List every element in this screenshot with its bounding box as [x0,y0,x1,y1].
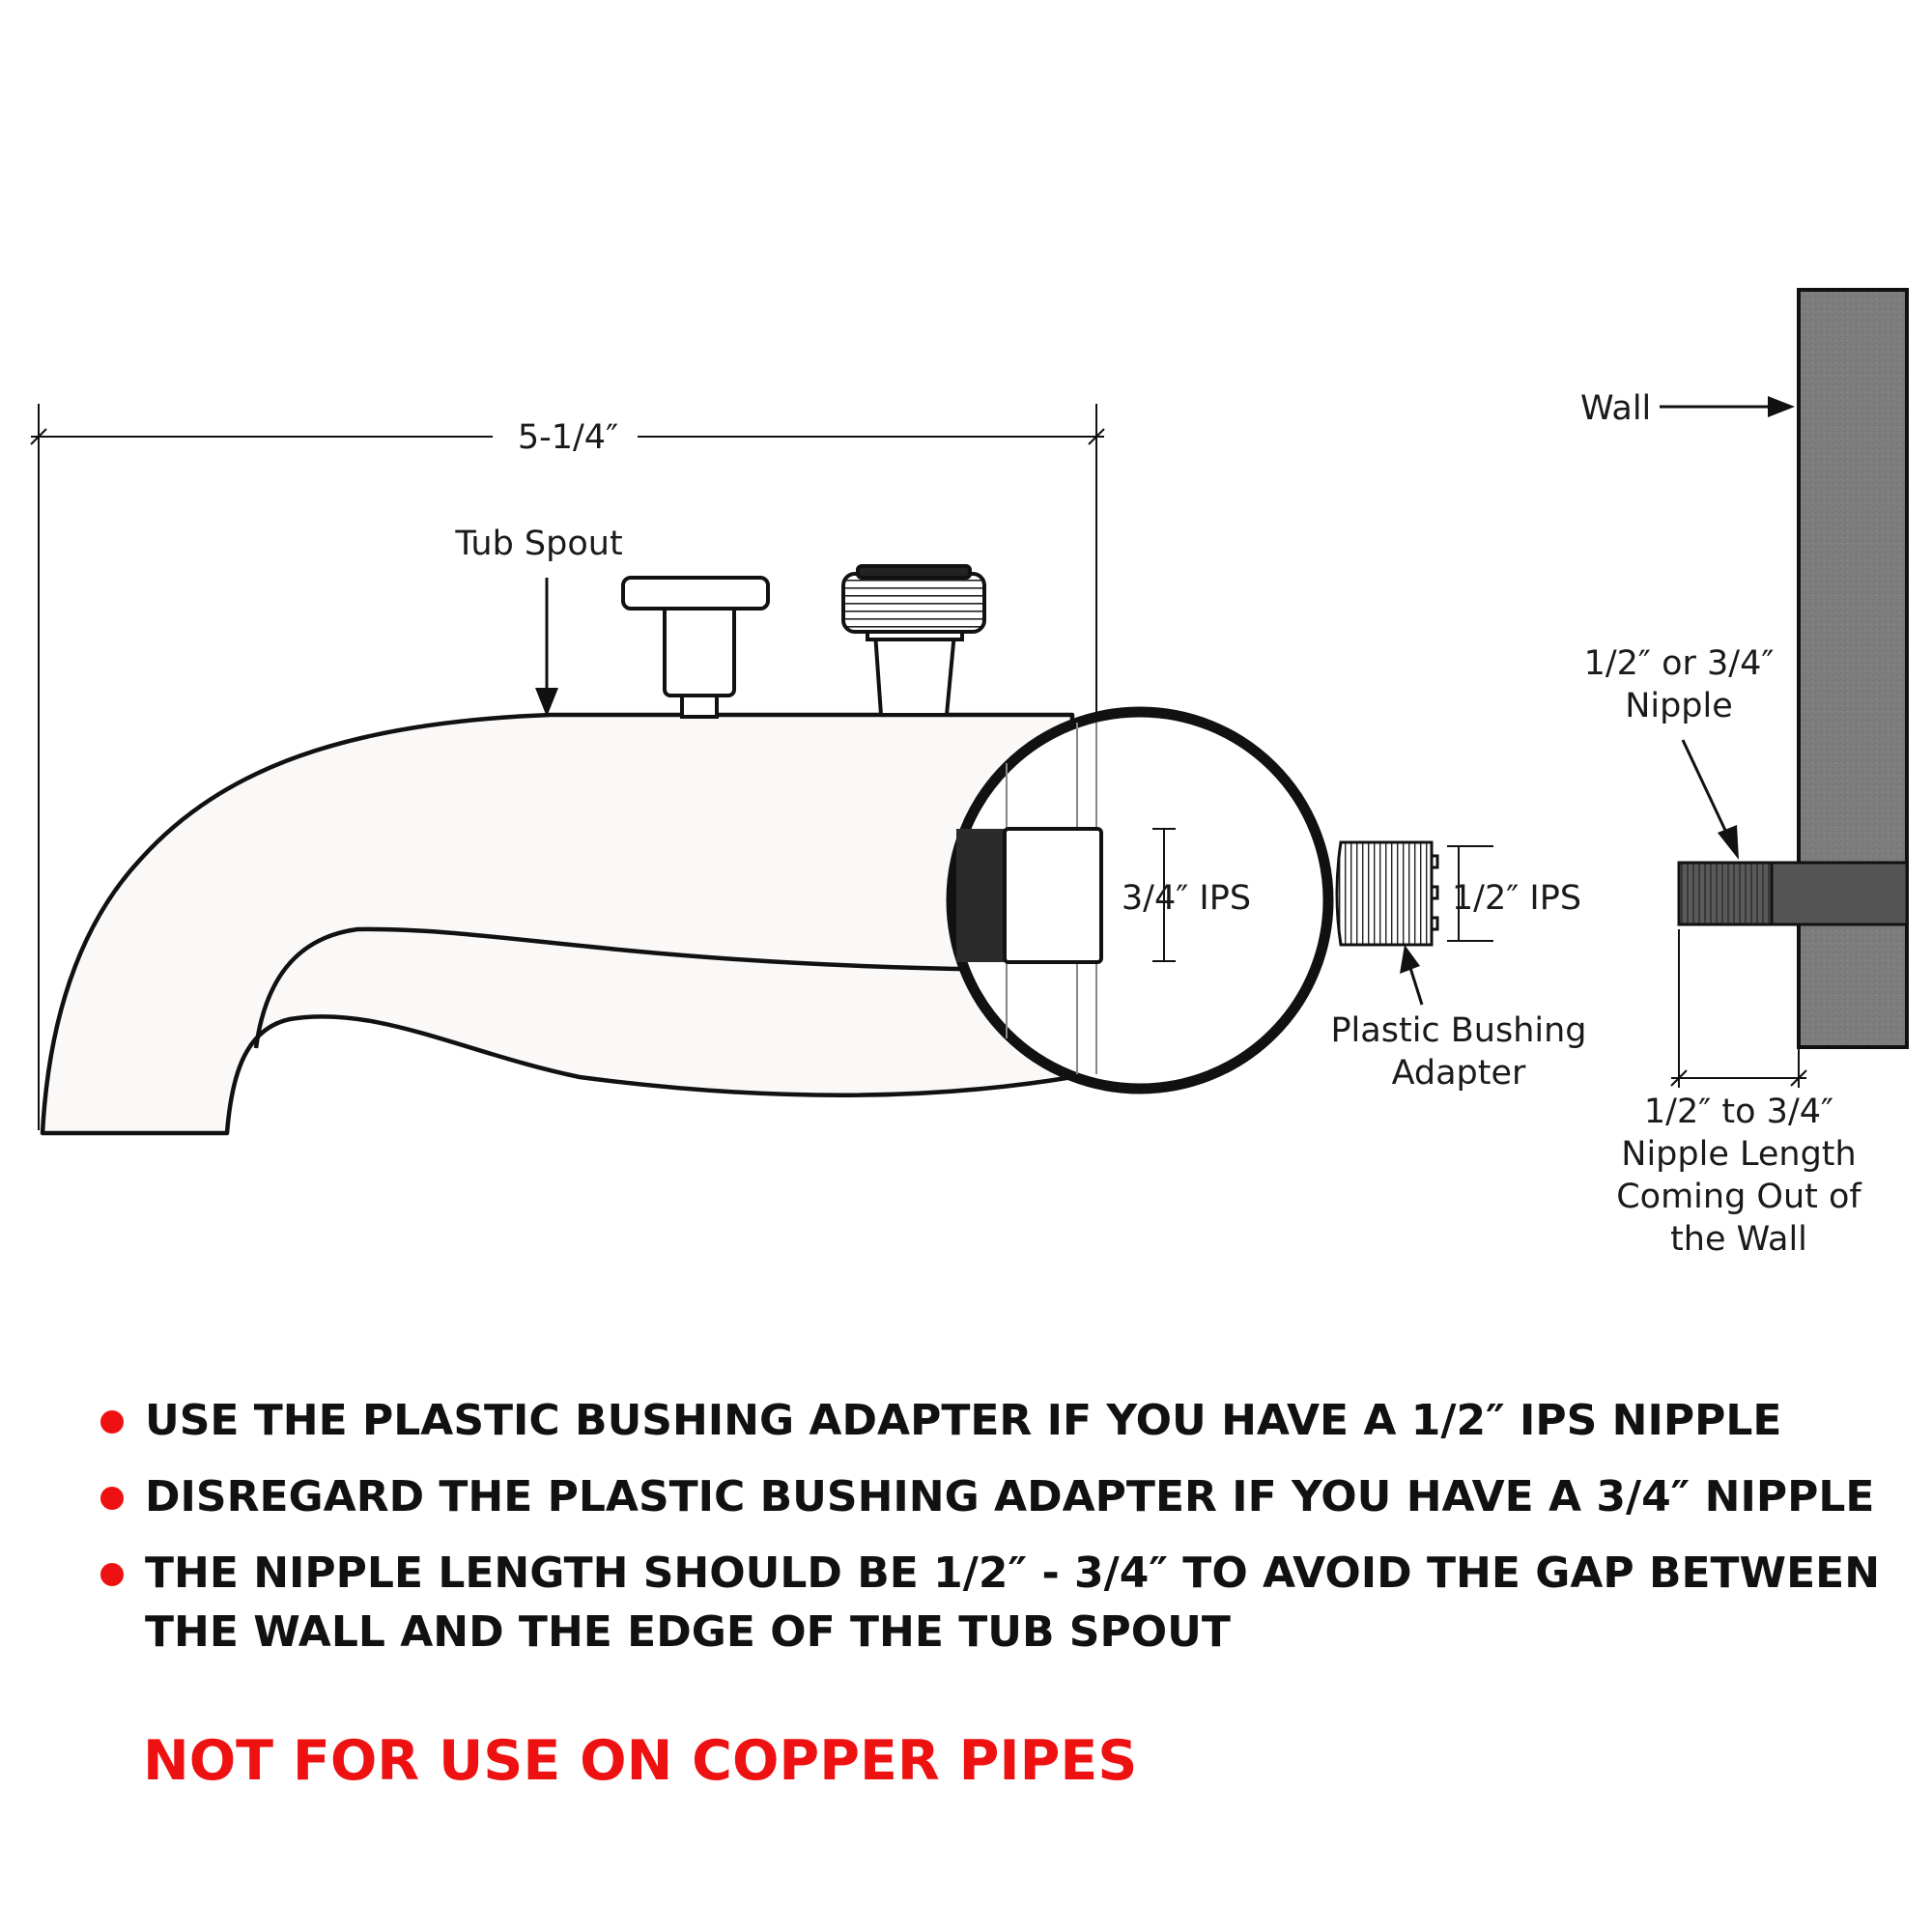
bullet-dot [100,1487,124,1510]
instruction-text: THE NIPPLE LENGTH SHOULD BE 1/2″ - 3/4″ … [145,1548,1881,1657]
bushing-adapter [1335,840,1493,947]
magnified-view [946,706,1334,1094]
bushing-label-line1: Plastic Bushing [1330,1011,1586,1050]
bushing-label-line2: Adapter [1392,1054,1526,1093]
length-label-line4: the Wall [1670,1220,1807,1259]
nipple-length-dimension [1670,929,1807,1088]
length-label-line3: Coming Out of [1616,1178,1861,1216]
wall-arrow [1660,396,1795,417]
bullet-dot [100,1410,124,1434]
tub-spout-label: Tub Spout [454,525,622,563]
pipe-nipple [1677,861,1909,926]
length-label-line2: Nipple Length [1621,1135,1856,1174]
instruction-text: USE THE PLASTIC BUSHING ADAPTER IF YOU H… [145,1396,1782,1445]
nipple-label-line2: Nipple [1625,687,1733,725]
bushing-arrow [1400,945,1424,1006]
ips-34-label: 3/4″ IPS [1122,879,1251,918]
instruction-item: THE NIPPLE LENGTH SHOULD BE 1/2″ - 3/4″ … [97,1544,1913,1662]
tub-spout-arrow [535,578,558,717]
nipple-arrow [1681,739,1739,860]
instruction-text: DISREGARD THE PLASTIC BUSHING ADAPTER IF… [145,1472,1875,1521]
wall [1797,288,1909,1049]
nipple-label-line1: 1/2″ or 3/4″ [1584,644,1775,683]
instruction-item: USE THE PLASTIC BUSHING ADAPTER IF YOU H… [97,1391,1913,1450]
diverter-cap [841,564,986,717]
instruction-item: DISREGARD THE PLASTIC BUSHING ADAPTER IF… [97,1467,1913,1526]
wall-label: Wall [1580,389,1651,428]
diverter-knob [621,576,770,719]
instruction-list: USE THE PLASTIC BUSHING ADAPTER IF YOU H… [97,1391,1913,1679]
tub-spout [40,712,1075,1136]
copper-pipe-warning: NOT FOR USE ON COPPER PIPES [143,1729,1138,1793]
length-label-line1: 1/2″ to 3/4″ [1644,1093,1833,1131]
ips-12-label: 1/2″ IPS [1452,879,1581,918]
bullet-dot [100,1563,124,1586]
width-dimension-label: 5-1/4″ [518,418,618,457]
